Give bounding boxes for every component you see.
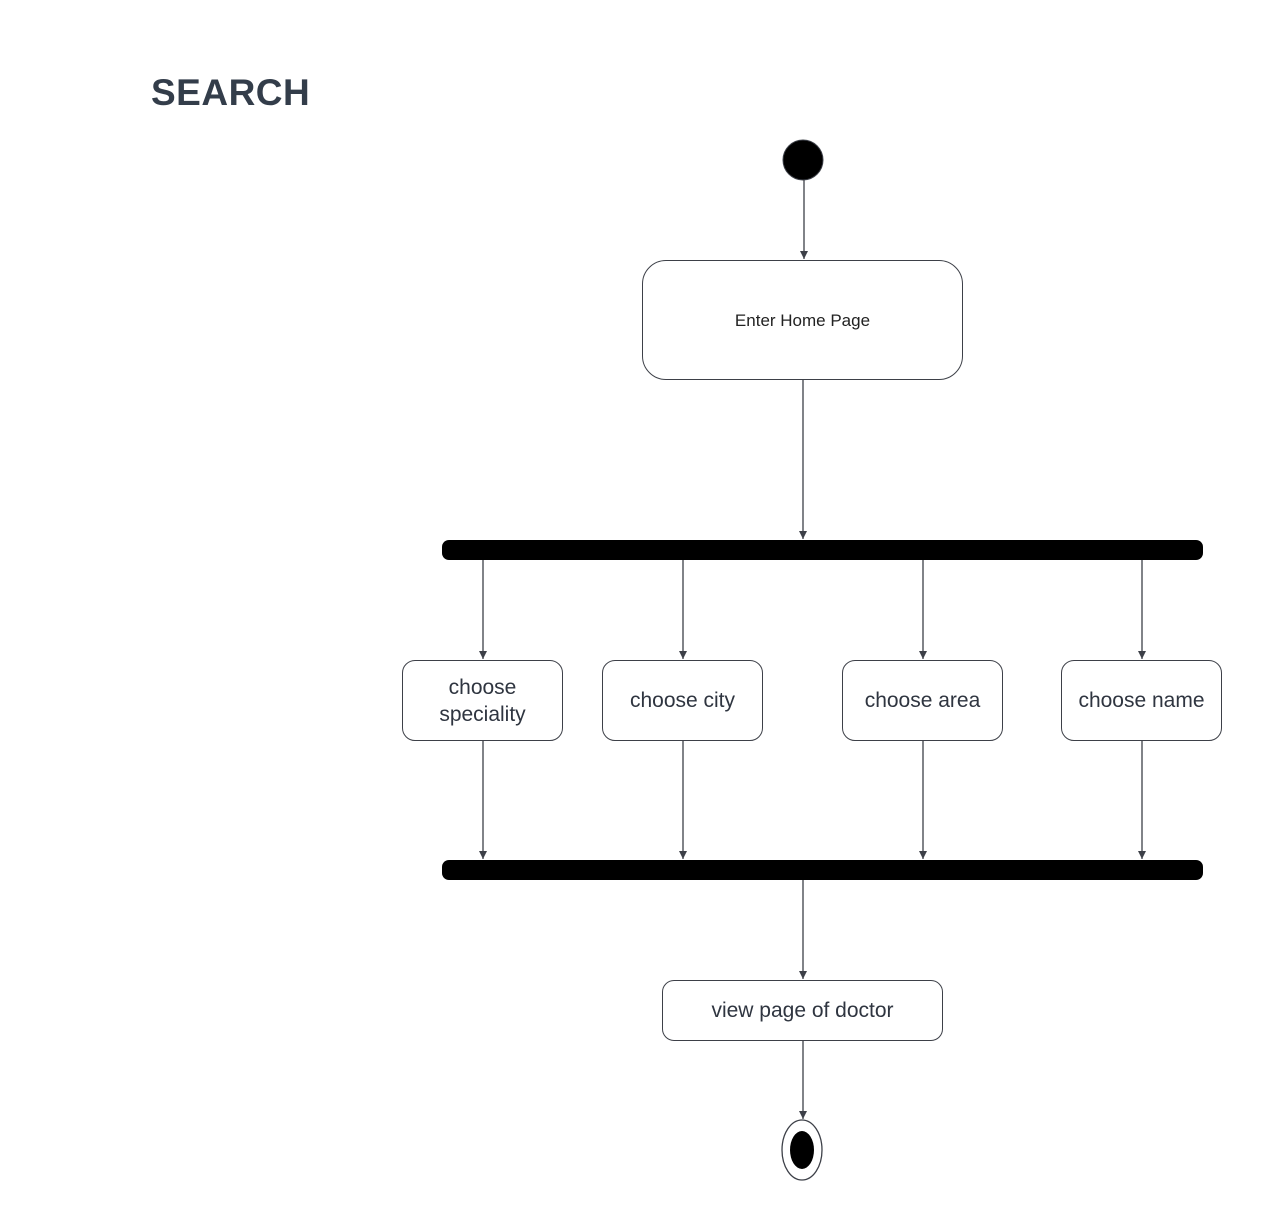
action-enter-home-page: Enter Home Page xyxy=(642,260,963,380)
action-label: choose city xyxy=(629,689,736,712)
action-choose-speciality: choose speciality xyxy=(402,660,563,741)
action-label: view page of doctor xyxy=(711,999,894,1022)
initial-node xyxy=(782,139,824,181)
action-choose-name: choose name xyxy=(1061,660,1222,741)
action-choose-area: choose area xyxy=(842,660,1003,741)
action-view-page-of-doctor: view page of doctor xyxy=(662,980,943,1041)
fork-bar xyxy=(442,540,1203,560)
final-node-core xyxy=(790,1131,814,1169)
join-bar xyxy=(442,860,1203,880)
diagram-title: SEARCH xyxy=(151,72,311,113)
action-label: choose speciality xyxy=(439,675,526,726)
action-label: choose name xyxy=(1078,689,1205,712)
action-label: Enter Home Page xyxy=(734,310,871,330)
action-label: choose area xyxy=(864,689,981,712)
action-choose-city: choose city xyxy=(602,660,763,741)
